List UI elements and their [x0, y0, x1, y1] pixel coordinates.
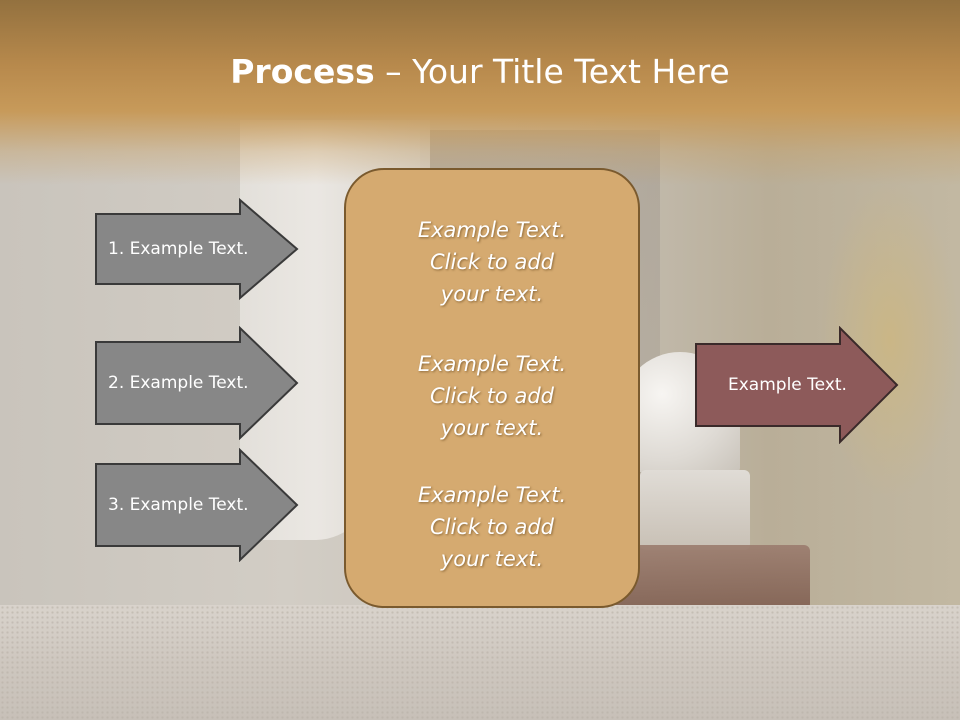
- result-label: Example Text.: [728, 375, 847, 395]
- center-text-block-1: Example Text. Click to add your text.: [346, 214, 638, 310]
- arrow-shape: [95, 448, 299, 562]
- result-arrow[interactable]: Example Text.: [694, 326, 900, 444]
- block-1-line-1: Example Text.: [417, 218, 567, 242]
- step-1-label: 1. Example Text.: [108, 239, 249, 259]
- title-bold: Process: [230, 52, 375, 91]
- step-3-label: 3. Example Text.: [108, 495, 249, 515]
- process-step-1-arrow[interactable]: 1. Example Text.: [94, 198, 300, 300]
- title-separator: –: [374, 52, 413, 91]
- block-1-line-2: Click to add: [429, 250, 554, 274]
- title-rest: Your Title Text Here: [412, 52, 730, 91]
- step-2-label: 2. Example Text.: [108, 373, 249, 393]
- arrow-shape: [95, 198, 299, 300]
- arrow-shape: [695, 326, 899, 444]
- background-floor-texture: [0, 605, 960, 720]
- block-3-line-2: Click to add: [429, 515, 554, 539]
- block-2-line-1: Example Text.: [417, 352, 567, 376]
- process-step-2-arrow[interactable]: 2. Example Text.: [94, 326, 300, 440]
- arrow-shape: [95, 326, 299, 440]
- block-2-line-3: your text.: [440, 416, 544, 440]
- block-2-line-2: Click to add: [429, 384, 554, 408]
- process-step-3-arrow[interactable]: 3. Example Text.: [94, 448, 300, 562]
- title-band: [0, 0, 960, 185]
- slide-title[interactable]: Process – Your Title Text Here: [0, 52, 960, 91]
- center-text-box[interactable]: Example Text. Click to add your text. Ex…: [344, 168, 640, 608]
- background-bell-neck: [640, 470, 750, 550]
- center-text-block-3: Example Text. Click to add your text.: [346, 479, 638, 575]
- block-3-line-3: your text.: [440, 547, 544, 571]
- block-3-line-1: Example Text.: [417, 483, 567, 507]
- block-1-line-3: your text.: [440, 282, 544, 306]
- center-text-block-2: Example Text. Click to add your text.: [346, 348, 638, 444]
- background-bell-base: [610, 545, 810, 610]
